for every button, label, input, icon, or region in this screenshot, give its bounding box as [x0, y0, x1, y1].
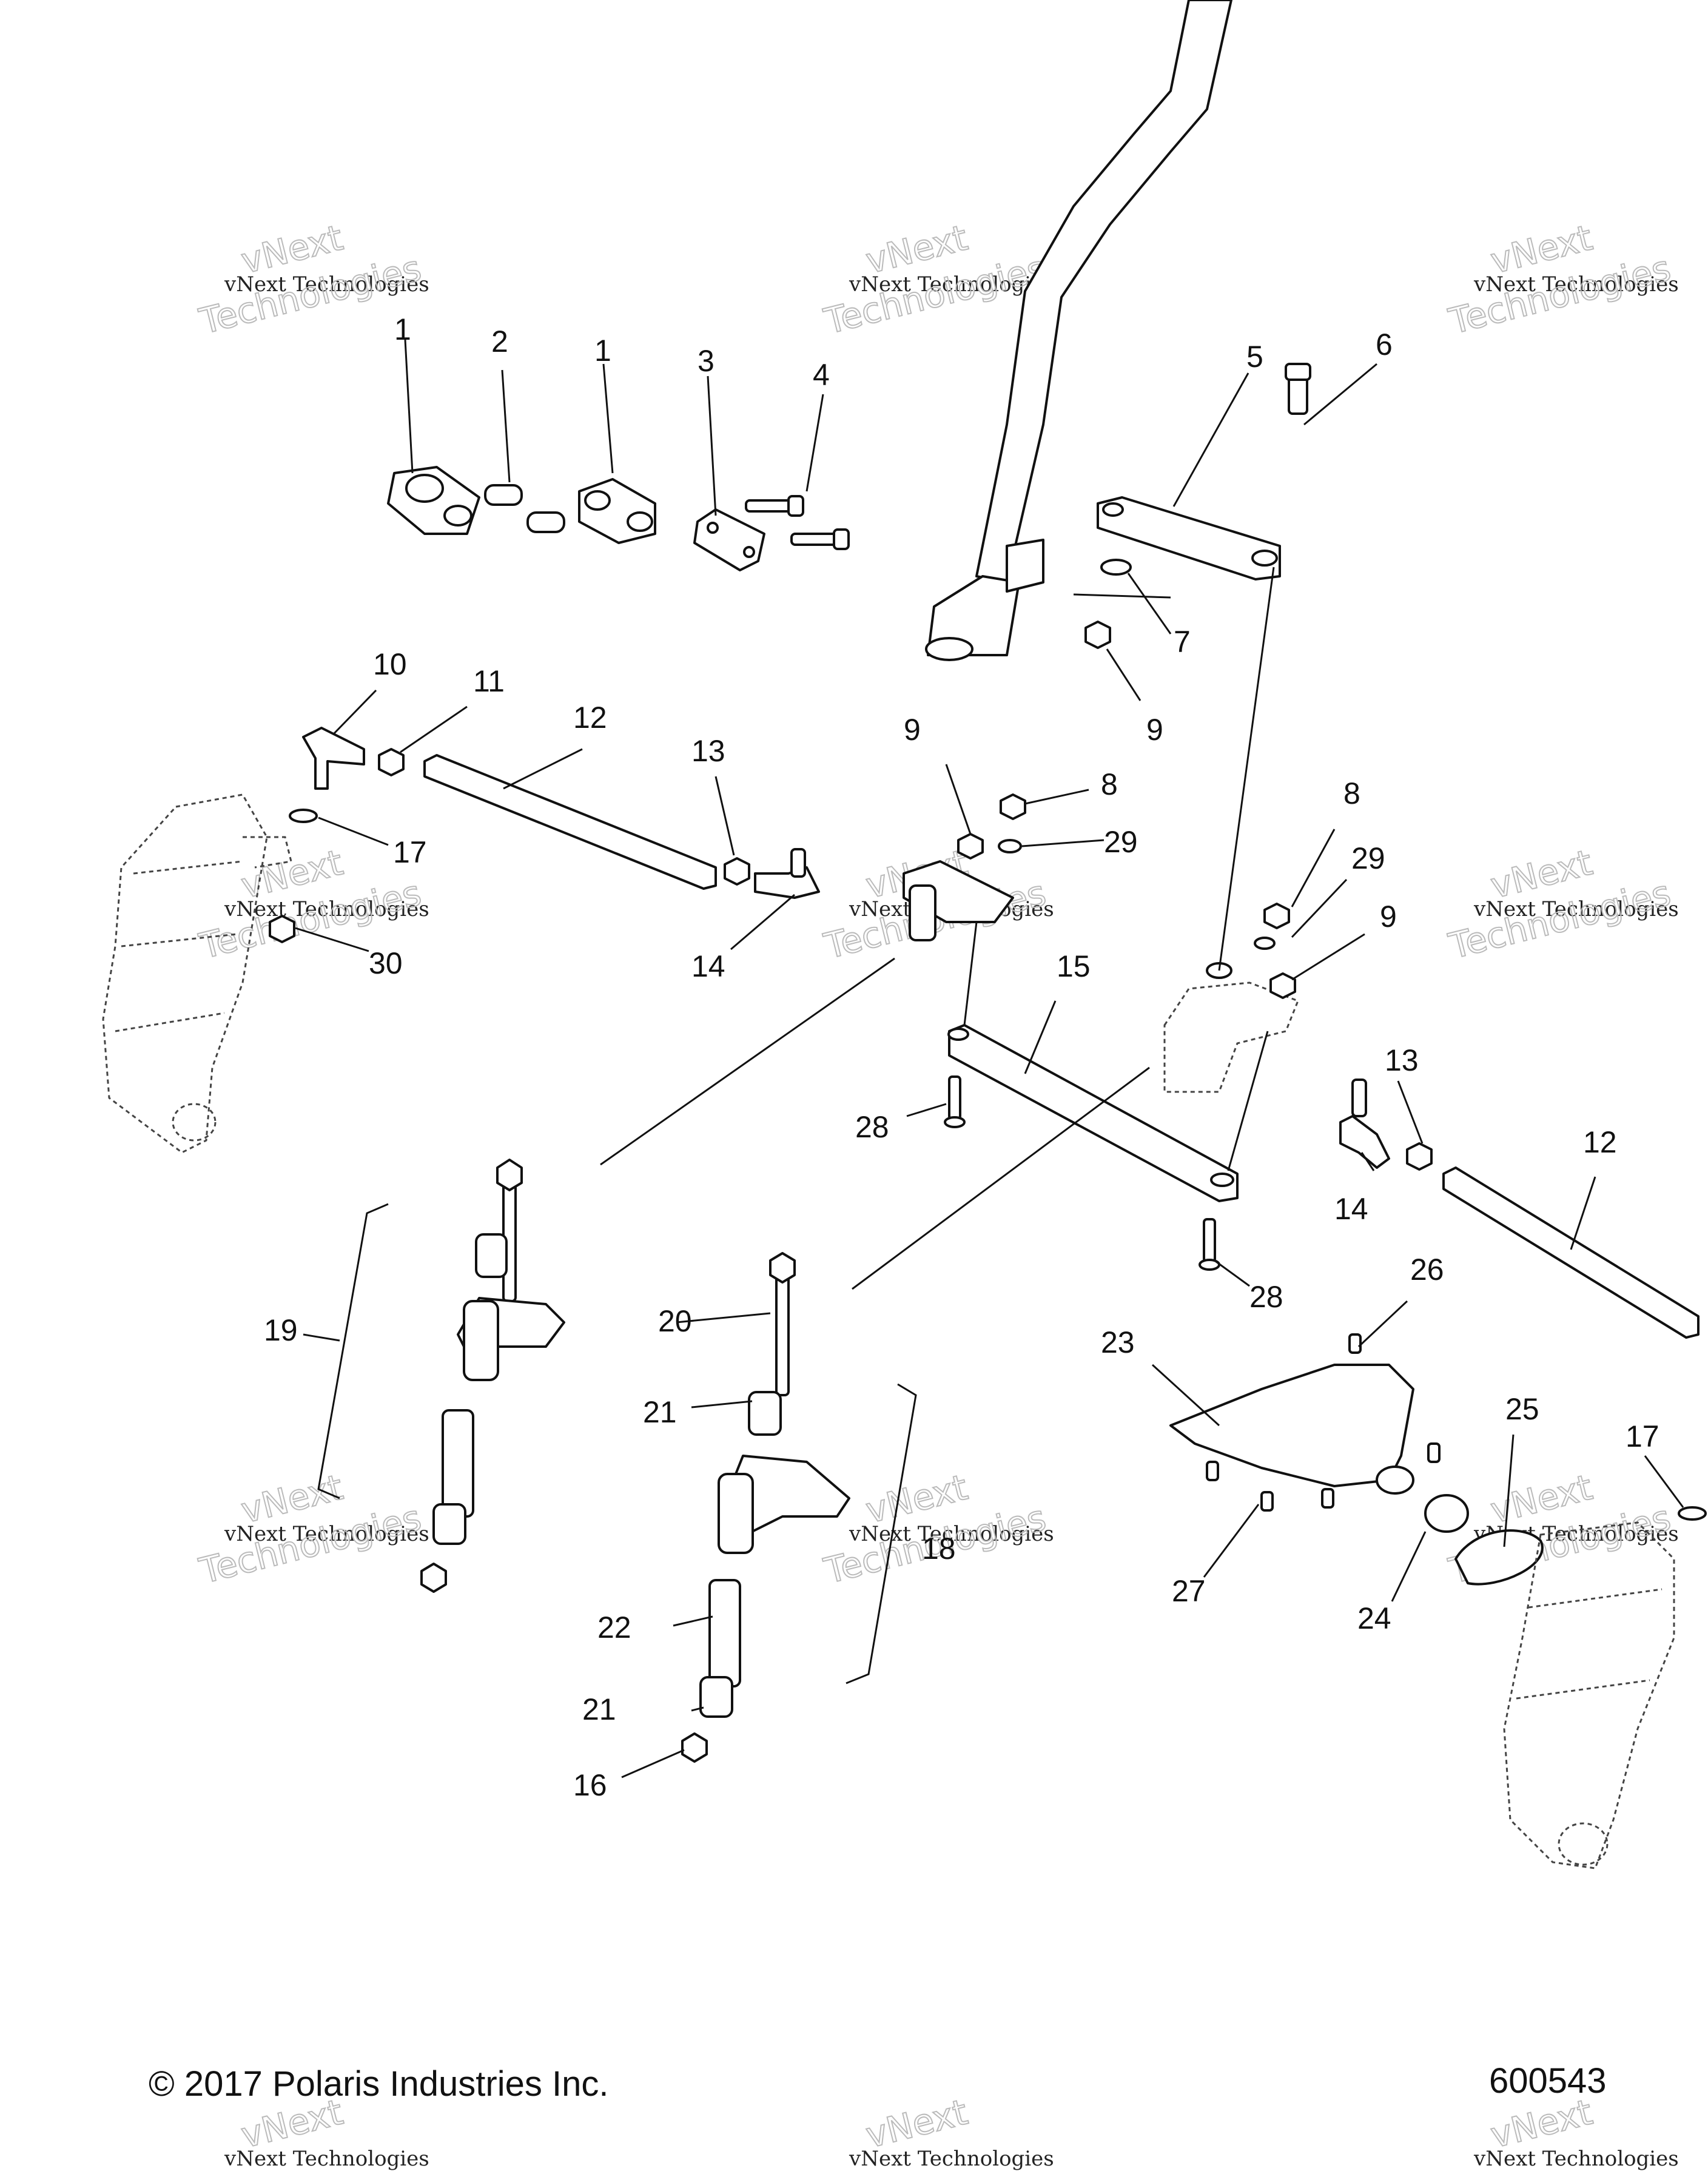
right-tie-rod-group: [1339, 1079, 1700, 1339]
callout-label: 2: [491, 325, 508, 358]
pitman-arm-group: [1084, 363, 1311, 649]
callout-label: 9: [1146, 713, 1163, 747]
copyright-text: © 2017 Polaris Industries Inc.: [149, 2064, 608, 2104]
left-steering-knuckle: [102, 793, 292, 1154]
watermark: vNext vNext Technologies: [1473, 2091, 1679, 2171]
svg-text:vNext Technologies: vNext Technologies: [849, 2147, 1054, 2171]
svg-text:vNext Technologies: vNext Technologies: [224, 897, 429, 921]
svg-text:vNext Technologies: vNext Technologies: [1473, 897, 1679, 921]
callout-label: 14: [1334, 1192, 1368, 1226]
callout-label: 18: [922, 1532, 956, 1566]
svg-text:vNext Technologies: vNext Technologies: [849, 1522, 1054, 1546]
callout-label: 14: [691, 949, 725, 983]
callout-label: 12: [1583, 1125, 1617, 1159]
callout-label: 28: [855, 1110, 889, 1144]
callout-label: 16: [573, 1768, 607, 1802]
right-idler-housing: [1163, 903, 1299, 1093]
watermark: vNext vNext Technologies Technologies: [1444, 841, 1679, 968]
callout-label: 27: [1172, 1574, 1206, 1608]
svg-text:vNext Technologies: vNext Technologies: [224, 1522, 429, 1546]
svg-text:vNext Technologies: vNext Technologies: [224, 2147, 429, 2171]
callout-label: 30: [369, 946, 403, 980]
callout-label: 29: [1351, 841, 1385, 875]
callout-label: 3: [698, 344, 714, 378]
callout-labels: 1 2 1 3 4 5 6 7 9 10 11 12 13 14 17 30 9…: [264, 312, 1659, 1802]
idler-arm-group: [903, 793, 1026, 941]
callout-label: 13: [1385, 1043, 1419, 1077]
callout-label: 6: [1376, 328, 1393, 362]
watermark: vNext vNext Technologies Technologies: [819, 1466, 1054, 1593]
callout-label: 9: [904, 713, 921, 747]
callout-label: 8: [1101, 767, 1118, 801]
parts: [102, 0, 1707, 1869]
svg-text:vNext Technologies: vNext Technologies: [1473, 272, 1679, 297]
callout-label: 8: [1343, 776, 1360, 810]
right-steering-knuckle: [1503, 1506, 1707, 1869]
callout-label: 13: [691, 734, 725, 768]
callout-label: 1: [394, 312, 411, 346]
callout-label: 21: [582, 1692, 616, 1726]
callout-label: 26: [1410, 1253, 1444, 1287]
callout-label: 19: [264, 1313, 298, 1347]
callout-label: 5: [1246, 340, 1263, 374]
steering-shield: [1169, 1333, 1544, 1586]
callout-label: 1: [594, 334, 611, 368]
svg-text:vNext Technologies: vNext Technologies: [1473, 2147, 1679, 2171]
watermark: vNext vNext Technologies Technologies: [819, 217, 1054, 343]
left-tie-rod-group: [269, 727, 820, 943]
diagram-number: 600543: [1489, 2061, 1607, 2101]
watermark: vNext vNext Technologies Technologies: [1444, 217, 1679, 343]
callout-label: 10: [373, 647, 407, 681]
callout-label: 25: [1505, 1392, 1539, 1426]
callout-label: 4: [813, 358, 830, 392]
callout-label: 17: [393, 835, 427, 869]
callout-label: 22: [597, 1610, 631, 1644]
leader-lines: [295, 339, 1684, 1779]
callout-label: 21: [643, 1395, 677, 1429]
callout-label: 29: [1104, 825, 1138, 859]
callout-label: 17: [1626, 1419, 1659, 1453]
idler-assembly-18: [681, 1252, 850, 1763]
svg-text:vNext Technologies: vNext Technologies: [224, 272, 429, 297]
steering-clamp-group: [387, 466, 850, 571]
callout-label: 24: [1357, 1601, 1391, 1635]
callout-label: 12: [573, 701, 607, 735]
watermark: vNext vNext Technologies Technologies: [195, 1466, 429, 1593]
callout-label: 28: [1249, 1280, 1283, 1314]
drag-link: [944, 1024, 1239, 1271]
callout-label: 11: [473, 664, 505, 698]
idler-assembly-19: [420, 1159, 565, 1593]
steering-post: [925, 0, 1232, 661]
svg-text:vNext Technologies: vNext Technologies: [849, 272, 1054, 297]
callout-label: 20: [658, 1304, 692, 1338]
callout-label: 23: [1101, 1325, 1135, 1359]
watermark: vNext vNext Technologies: [849, 2091, 1054, 2171]
callout-label: 7: [1174, 625, 1191, 659]
callout-label: 15: [1057, 949, 1091, 983]
callout-label: 9: [1380, 900, 1397, 934]
